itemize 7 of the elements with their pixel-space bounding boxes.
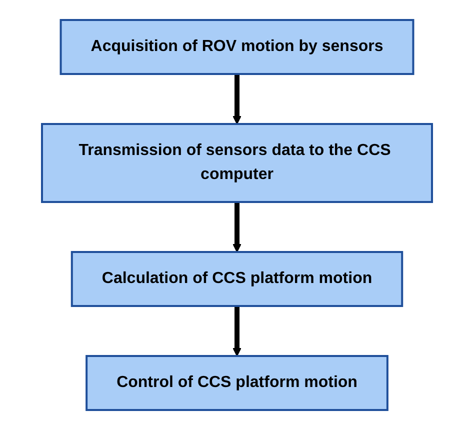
- arrow: [232, 306, 242, 356]
- node-box: Transmission of sensors data to the CCS computer: [41, 123, 433, 203]
- node-box: Control of CCS platform motion: [86, 355, 388, 411]
- arrow: [232, 74, 242, 124]
- node-box: Calculation of CCS platform motion: [70, 251, 404, 307]
- arrow: [232, 202, 242, 252]
- node-box: Acquisition of ROV motion by sensors: [60, 19, 414, 75]
